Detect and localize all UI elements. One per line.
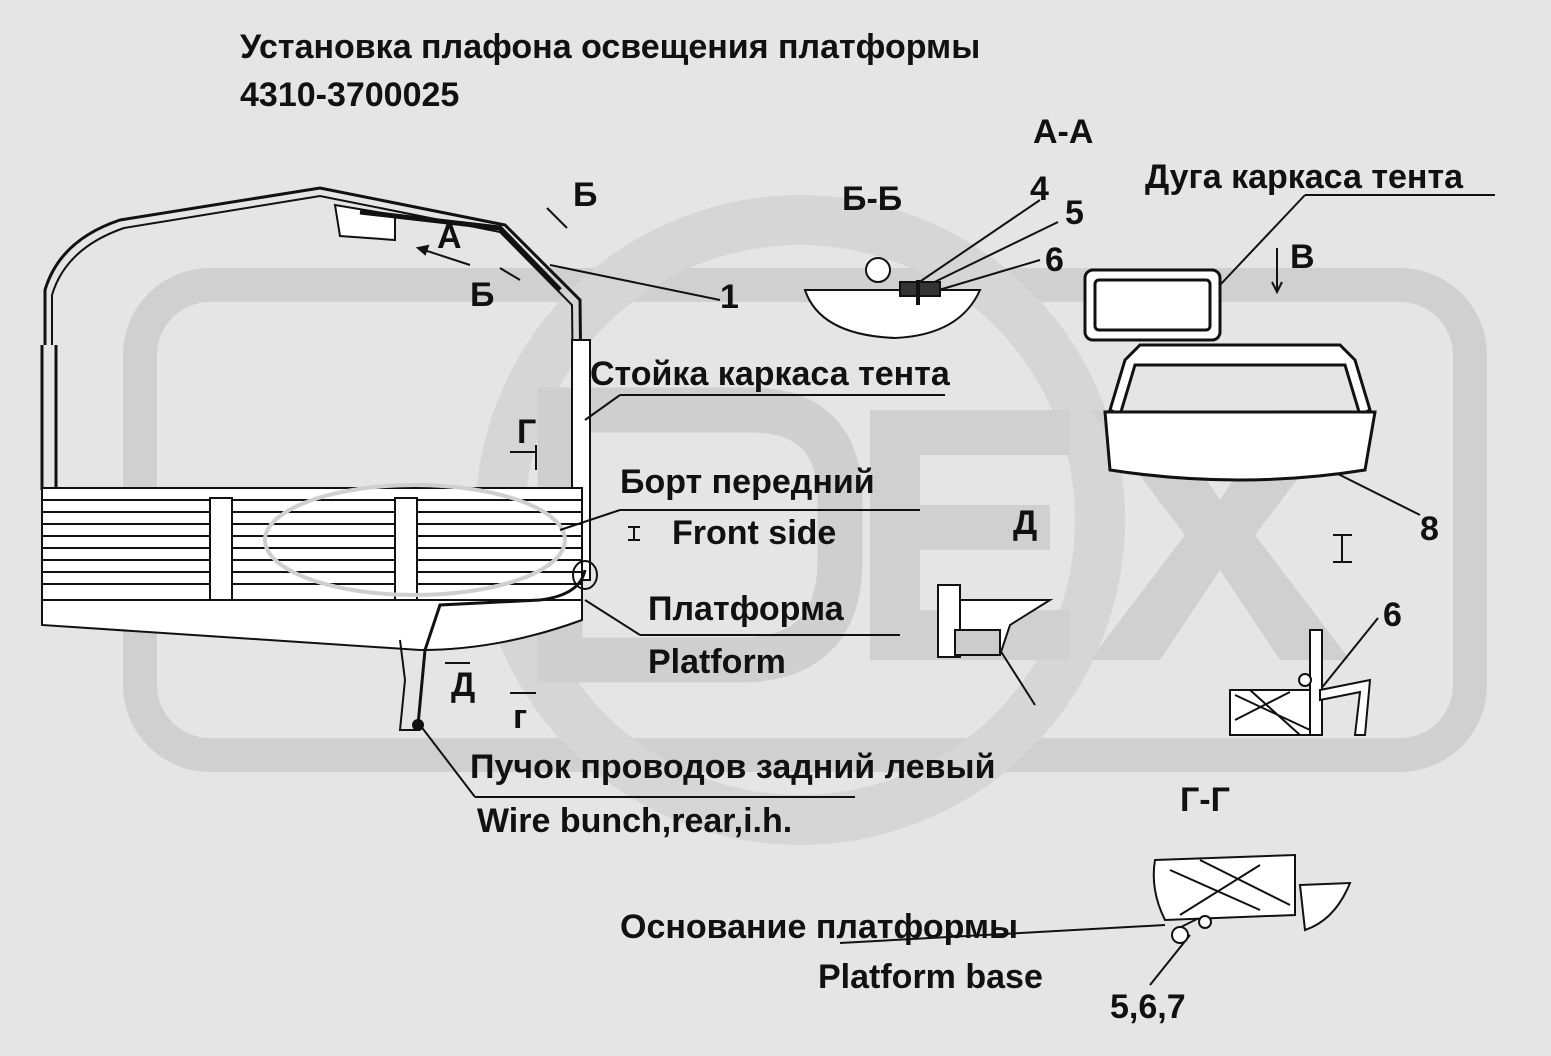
stand-label: Стойка каркаса тента: [590, 355, 950, 393]
detail-aa: [1083, 268, 1377, 482]
detail-gg: [1152, 853, 1352, 944]
section-aa-label: А-А: [1033, 113, 1094, 151]
detail-i: [1229, 629, 1372, 736]
platform-base-label-en: Platform base: [818, 958, 1043, 996]
view-marker-a: А: [437, 218, 462, 256]
main-assembly: [40, 186, 598, 731]
section-gg-label: Г-Г: [1180, 781, 1230, 819]
callout-5: 5: [1065, 194, 1084, 232]
callout-8: 8: [1420, 510, 1439, 548]
view-marker-g-lower: г: [513, 698, 528, 736]
view-marker-b-bottom: Б: [470, 276, 495, 314]
part-number: 4310-3700025: [240, 76, 460, 114]
platform-base-label-ru: Основание платформы: [620, 908, 1019, 946]
callout-6-top: 6: [1045, 241, 1064, 279]
callout-6-right: 6: [1383, 596, 1402, 634]
view-marker-v: В: [1290, 238, 1315, 276]
page-title: Установка плафона освещения платформы: [240, 28, 981, 66]
view-marker-g-upper: Г: [517, 413, 537, 451]
callout-1: 1: [720, 278, 739, 316]
section-bb-label: Б-Б: [842, 180, 903, 218]
view-marker-d-lower: Д: [451, 666, 476, 704]
platform-label-ru: Платформа: [648, 590, 844, 628]
platform-label-en: Platform: [648, 643, 786, 681]
callout-4: 4: [1030, 170, 1049, 208]
front-side-label-en: Front side: [672, 514, 837, 552]
arch-label: Дуга каркаса тента: [1145, 158, 1464, 196]
detail-bb: [803, 257, 982, 340]
front-side-label-ru: Борт передний: [620, 463, 875, 501]
callout-5-6-7: 5,6,7: [1110, 988, 1186, 1026]
view-marker-b-top: Б: [573, 176, 598, 214]
section-d-label: Д: [1013, 504, 1038, 542]
wire-bunch-label-ru: Пучок проводов задний левый: [470, 748, 996, 786]
detail-d: [937, 584, 1054, 658]
wire-bunch-label-en: Wire bunch,rear,i.h.: [477, 802, 793, 840]
